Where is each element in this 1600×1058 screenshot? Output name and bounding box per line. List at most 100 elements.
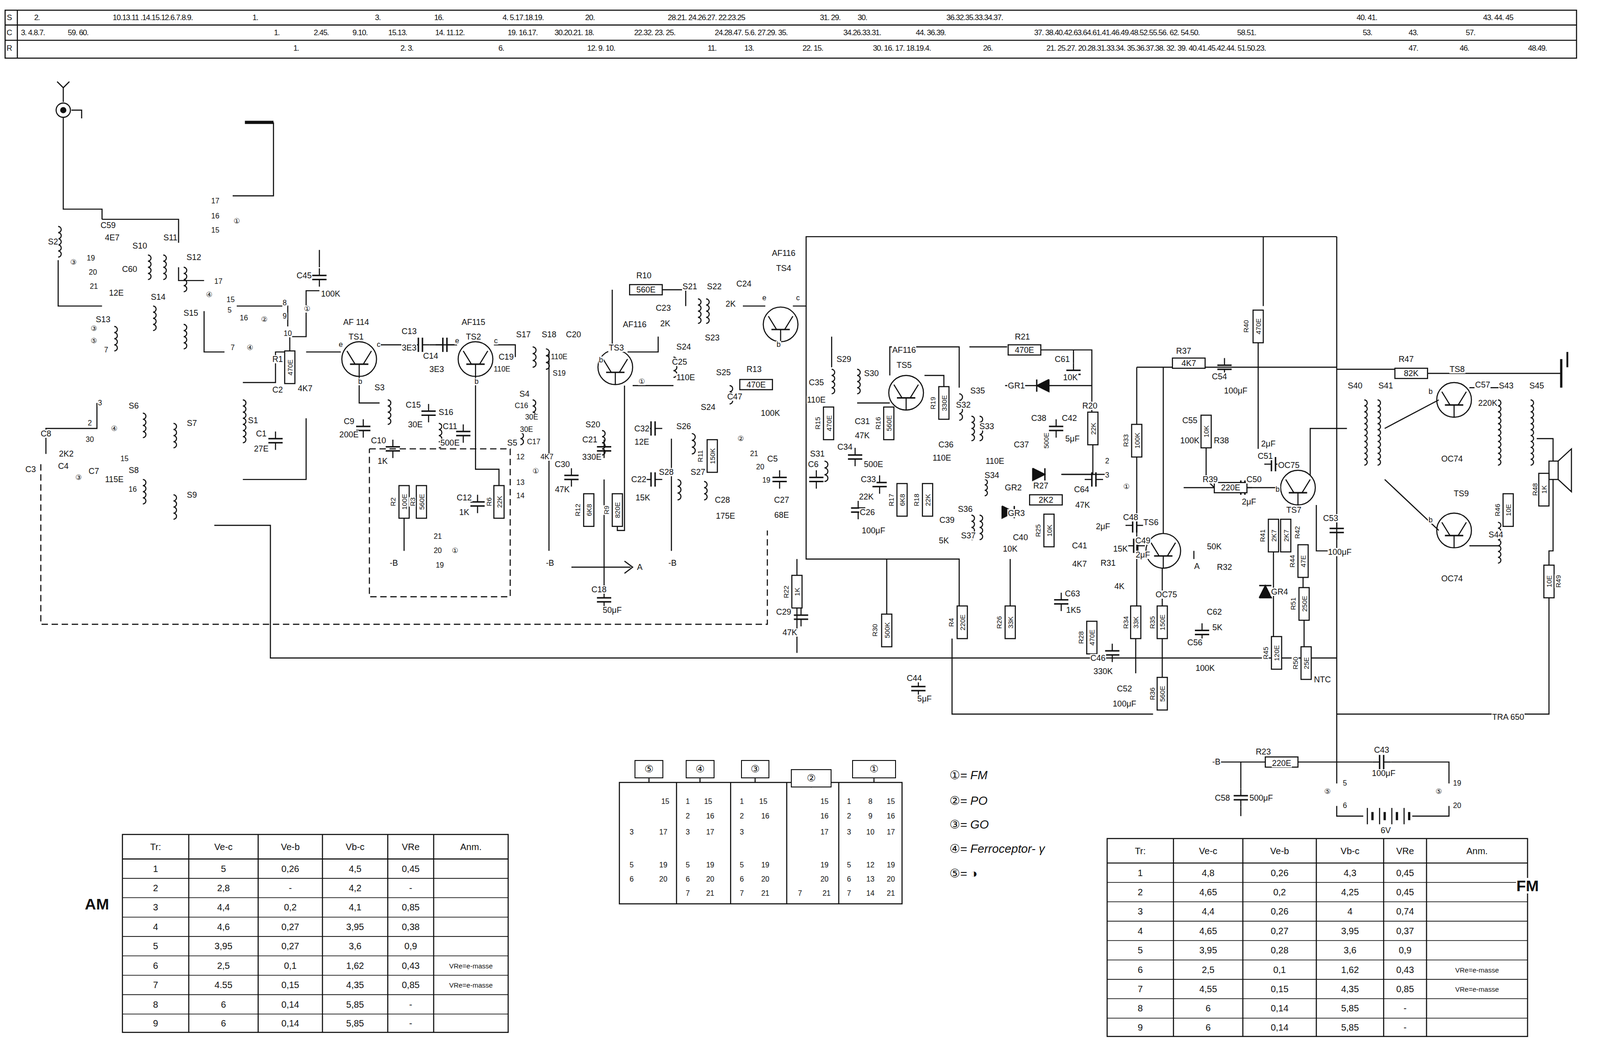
table-cell: 0,15	[1270, 984, 1290, 994]
part-value: 33K	[1132, 615, 1140, 630]
index-entry: 26.	[982, 43, 994, 52]
pin-number: e	[338, 341, 344, 349]
wire	[362, 419, 364, 427]
switch-key-note: ④= Ferroceptor- γ	[949, 842, 1046, 855]
wire	[1395, 812, 1398, 821]
part-value: R15	[813, 416, 821, 431]
table-cell: 0,45	[401, 864, 421, 874]
part-label: 3E3	[428, 365, 445, 374]
part-label: S6	[128, 401, 139, 411]
index-entry: 28.21. 24.26.27. 22.23.25	[667, 13, 746, 22]
pin-number: 9	[868, 812, 874, 821]
part-label: S18	[541, 330, 557, 339]
part-value: 10E	[1504, 503, 1512, 518]
pin-number: e	[454, 337, 460, 345]
table-cell: 0,43	[1395, 965, 1415, 975]
part-label: 100μF	[1327, 548, 1352, 557]
part-value: R26	[995, 615, 1003, 630]
table-cell: 4,3	[1343, 868, 1357, 878]
pin-number: b	[1428, 516, 1434, 524]
part-label: 15K	[1112, 544, 1129, 554]
part-label: 50K	[1206, 542, 1222, 551]
resistor-symbol	[493, 485, 504, 519]
part-value: R46	[1493, 503, 1501, 518]
part-label: R38	[1213, 436, 1230, 445]
wire	[597, 597, 612, 599]
table-cell: 0,15	[281, 980, 300, 990]
wire	[1315, 838, 1317, 1037]
pin-number: 15	[886, 798, 896, 806]
pin-number: S19	[552, 369, 566, 378]
transistor-symbol	[597, 350, 633, 385]
pin-number: c	[376, 341, 381, 349]
pin-number: 5	[227, 306, 233, 315]
pin-number: 15	[660, 798, 670, 806]
pin-number: 14	[515, 492, 525, 500]
part-label: S9	[186, 490, 198, 500]
pin-number: 4K7	[539, 453, 554, 461]
part-label: C47	[726, 392, 743, 401]
wire	[1310, 428, 1347, 476]
table-cell: 4.55	[213, 980, 233, 990]
part-value: 2K7	[1269, 529, 1277, 543]
table-cell: 5,85	[1340, 1003, 1360, 1014]
wire	[463, 351, 472, 365]
part-value: 22K	[924, 493, 932, 507]
wire	[422, 344, 430, 346]
pin-number: ②	[736, 435, 745, 443]
part-label: R1	[272, 355, 284, 364]
table-cell: 0,27	[281, 941, 300, 951]
part-label: OC74	[1440, 574, 1464, 583]
wire	[1167, 543, 1176, 557]
table-cell: VRe	[401, 842, 421, 852]
wire	[603, 479, 605, 592]
table-cell: 6	[1205, 1023, 1211, 1033]
pin-number: 12	[515, 453, 525, 461]
wire	[214, 525, 1337, 659]
part-label: S24	[676, 342, 692, 352]
index-entry: 30.20.21. 18.	[554, 28, 595, 37]
pin-number: 20	[1452, 802, 1462, 810]
pin-number: 2	[685, 812, 691, 821]
table-cell: 5,85	[345, 1018, 365, 1029]
resistor-symbol	[1131, 424, 1142, 458]
wire	[1240, 800, 1242, 808]
resistor-symbol	[1130, 606, 1141, 639]
part-label: AF115	[461, 318, 486, 327]
part-label: 22K	[858, 492, 875, 502]
part-label: C23	[655, 304, 672, 313]
pin-number: 13	[515, 479, 525, 487]
wire	[1336, 521, 1338, 529]
wire	[318, 279, 320, 288]
pin-number: 19	[705, 861, 715, 870]
part-label: S4	[518, 389, 530, 399]
wire	[1408, 812, 1411, 821]
table-cell: 0,1	[283, 961, 298, 971]
wire	[242, 418, 306, 480]
wire	[1061, 474, 1107, 475]
part-value: R22	[782, 585, 790, 599]
part-label: S12	[186, 253, 202, 262]
coil-symbol	[173, 423, 177, 448]
table-cell: 4,1	[348, 902, 363, 912]
pin-number: 17	[213, 277, 224, 286]
wire	[427, 404, 429, 412]
index-entry: 3.	[374, 13, 381, 22]
coil-symbol	[691, 433, 695, 455]
part-label: S29	[836, 355, 852, 364]
part-label: C52	[1116, 684, 1133, 694]
part-label: C3	[24, 465, 37, 474]
wire	[611, 289, 613, 351]
pin-number: 6	[629, 875, 635, 884]
wire	[792, 236, 1337, 307]
part-label: S33	[978, 422, 995, 431]
resistor-symbol	[1086, 621, 1097, 654]
part-label: AF116	[891, 346, 917, 355]
part-label: C57	[1474, 380, 1491, 390]
pin-number: 2	[739, 812, 745, 821]
part-value: 500E	[1042, 432, 1050, 450]
wire	[924, 375, 944, 387]
part-label: C21	[581, 435, 598, 444]
switch-key-note: ⑤= ◑	[949, 867, 978, 880]
pin-number: 5	[1342, 779, 1348, 788]
